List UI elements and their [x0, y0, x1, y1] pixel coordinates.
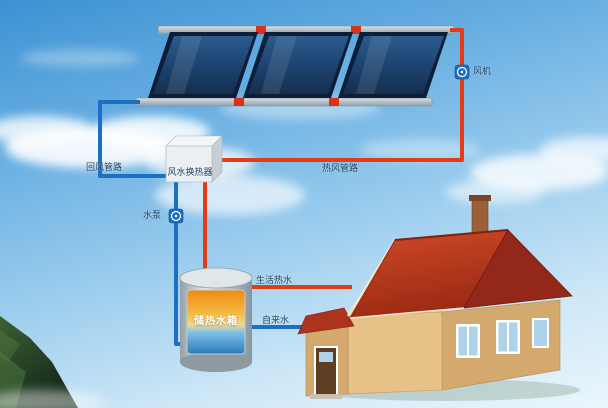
- tank-water-window: [186, 289, 246, 355]
- heat-exchanger-box: [165, 135, 223, 183]
- mountain: [0, 316, 105, 408]
- manifold-joint: [234, 98, 244, 106]
- cloud: [20, 49, 140, 67]
- right-roof: [463, 229, 573, 309]
- porch-annex: [297, 307, 355, 399]
- front-door: [314, 346, 338, 394]
- manifold-joint: [329, 98, 339, 106]
- cloud: [540, 137, 608, 163]
- right-wall-window: [456, 324, 480, 358]
- porch-roof: [297, 307, 355, 335]
- domestic-hot-water-label: 生活热水: [256, 276, 293, 286]
- roof-ridge: [394, 229, 509, 241]
- collector-bottom-manifold: [135, 97, 433, 107]
- house: [297, 195, 580, 401]
- front-eave-trim: [349, 307, 465, 319]
- solar-panel-reflection: [261, 36, 297, 94]
- gable-rake-trim: [346, 239, 397, 317]
- manifold-joint: [351, 26, 361, 34]
- pump-icon: [168, 208, 184, 224]
- solar-panel-glass: [248, 36, 349, 94]
- storage-tank-label: 储热水箱: [194, 316, 238, 327]
- solar-collector-array: [148, 32, 448, 98]
- solar-panel-glass: [153, 36, 254, 94]
- chimney: [469, 195, 491, 235]
- return-air-pipe-path: [98, 100, 166, 178]
- manifold-joint: [256, 26, 266, 34]
- house-front-wall: [347, 311, 443, 395]
- cloud: [155, 175, 305, 215]
- heat-exchanger-label: 风水换热器: [167, 168, 213, 178]
- right-wall-window: [532, 318, 549, 348]
- solar-panel-reflection: [166, 36, 202, 94]
- water-pump-label: 水泵: [143, 211, 162, 221]
- hot-air-pipe-label: 热风管路: [322, 164, 359, 174]
- return-air-pipe-label: 回风管路: [86, 163, 123, 173]
- cloud: [445, 180, 545, 204]
- tap-water-label: 自来水: [262, 316, 290, 326]
- door-step: [310, 394, 342, 399]
- fan-icon: [454, 64, 470, 80]
- solar-panel-reflection: [356, 36, 392, 94]
- storage-tank: [179, 267, 253, 372]
- hot-air-pipe-path: [212, 28, 464, 162]
- right-wall-window: [496, 320, 520, 354]
- cloud: [360, 139, 480, 161]
- cloud: [0, 116, 95, 144]
- fan-label: 风机: [473, 67, 492, 77]
- solar-panel-glass: [343, 36, 444, 94]
